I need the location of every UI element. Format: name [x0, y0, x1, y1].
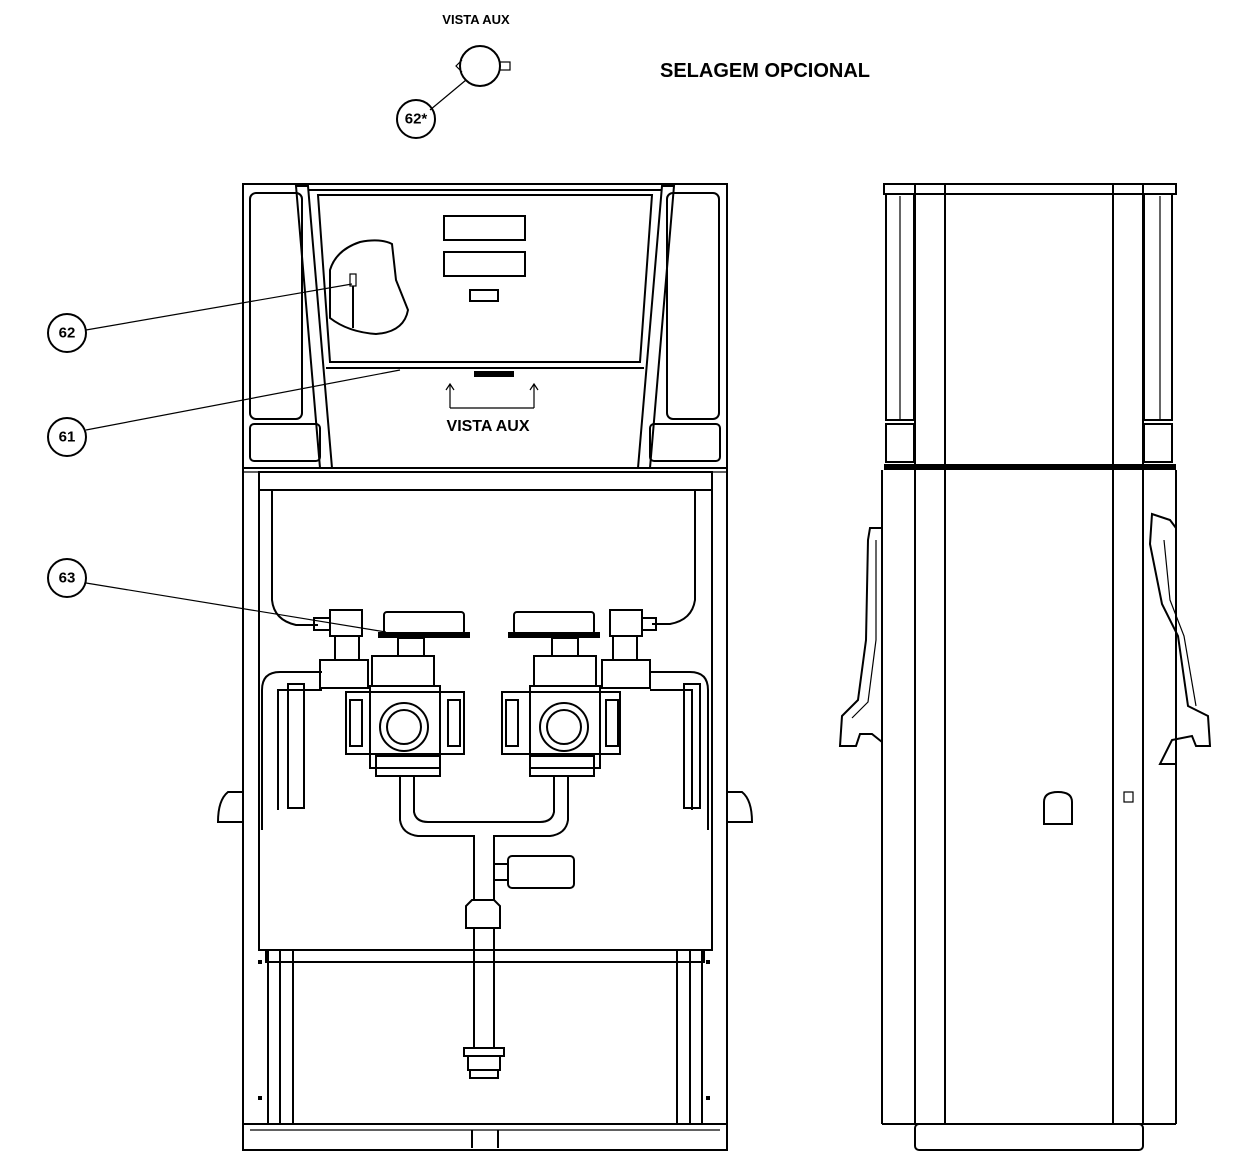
- aux-view-seal-detail: [429, 45, 511, 111]
- svg-text:62: 62: [59, 325, 76, 342]
- callout-62-star: 62*: [396, 99, 436, 139]
- top-aux-view-label: VISTA AUX: [442, 12, 510, 27]
- callout-62: 62: [47, 283, 353, 353]
- svg-text:63: 63: [59, 570, 76, 587]
- svg-text:61: 61: [59, 429, 76, 446]
- optional-sealing-label: SELAGEM OPCIONAL: [660, 60, 870, 82]
- dispenser-front-view: [242, 183, 728, 1151]
- callout-61: 61: [47, 369, 401, 457]
- dispenser-side-view: [838, 183, 1212, 1151]
- callout-63: 63: [47, 558, 387, 633]
- front-aux-view-label: VISTA AUX: [447, 418, 530, 435]
- dispenser-front-lower-body: [216, 471, 754, 1151]
- svg-text:62*: 62*: [405, 111, 428, 128]
